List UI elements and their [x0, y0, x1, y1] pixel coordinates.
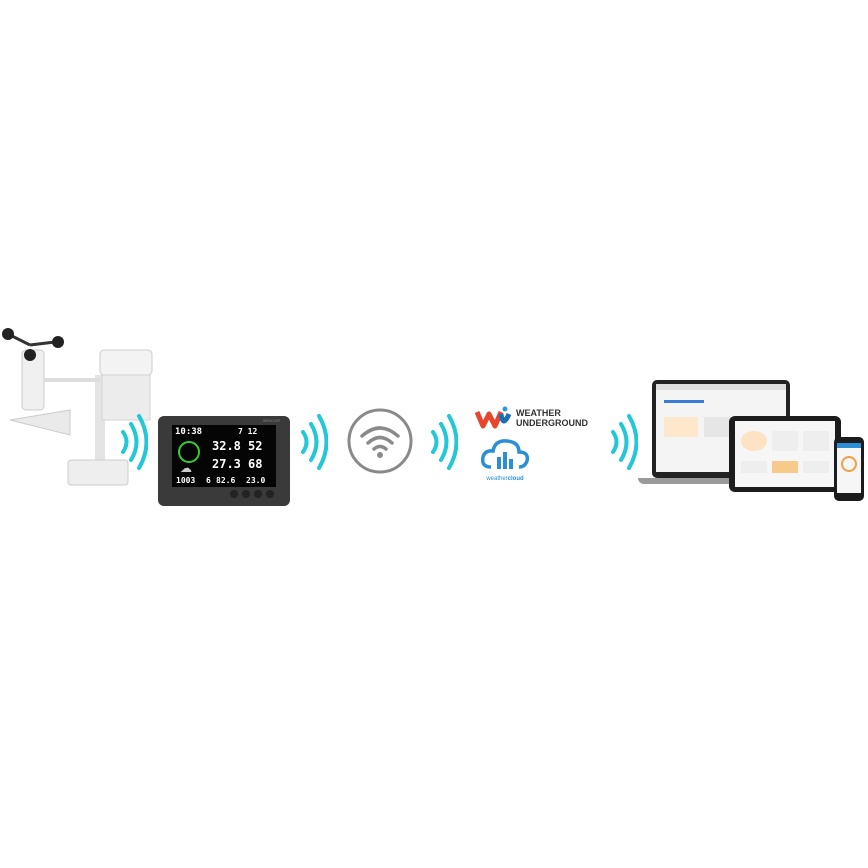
date-readout: 7 12: [238, 427, 258, 436]
wireless-wave-icon: [121, 414, 148, 470]
wifi-icon: [347, 408, 413, 474]
cloud-icon: ☁: [180, 461, 192, 475]
tablet-screen: [735, 421, 835, 487]
wc-text-b: cloud: [507, 476, 524, 482]
wireless-wave-icon: [611, 414, 638, 470]
outdoor-temp: 32.8: [212, 439, 241, 453]
indoor-humidity: 68: [248, 457, 263, 471]
laptop-base: [638, 478, 804, 484]
brand-label: SENCOR: [262, 418, 280, 423]
smartphone: [834, 437, 864, 501]
tablet: [729, 416, 841, 492]
weather-underground-logo: WEATHER UNDERGROUND: [475, 406, 588, 430]
outdoor-sensor-station: [2, 328, 153, 486]
cloud-chart-icon: [480, 439, 530, 469]
wu-logo-icon: [475, 406, 512, 429]
time-readout: 10:38: [175, 427, 203, 437]
wireless-wave-icon: [431, 414, 458, 470]
pressure-readout: 1003: [176, 476, 196, 485]
console-button[interactable]: [230, 490, 238, 498]
weathercloud-logo: weathercloud: [479, 437, 531, 482]
indoor-temp: 27.3: [212, 457, 241, 471]
wireless-wave-icon: [301, 414, 328, 470]
console-button[interactable]: [266, 490, 274, 498]
wu-text-line1: WEATHER: [516, 408, 561, 418]
wind-readout: 6: [206, 476, 211, 485]
wu-text-line2: UNDERGROUND: [516, 418, 588, 428]
weather-display-console: SENCOR 10:38 7 12 32.8 52 ☁ 27.3 68 1003…: [158, 416, 290, 506]
wc-text-a: weather: [486, 476, 508, 482]
outdoor-humidity: 52: [248, 439, 263, 453]
rain-readout: 82.6: [216, 476, 236, 485]
phone-screen: [837, 443, 861, 493]
wind-compass: [178, 441, 200, 463]
console-button[interactable]: [254, 490, 262, 498]
console-button[interactable]: [242, 490, 250, 498]
uv-readout: 23.0: [246, 476, 266, 485]
lcd-screen: 10:38 7 12 32.8 52 ☁ 27.3 68 1003 6 82.6…: [172, 425, 276, 487]
